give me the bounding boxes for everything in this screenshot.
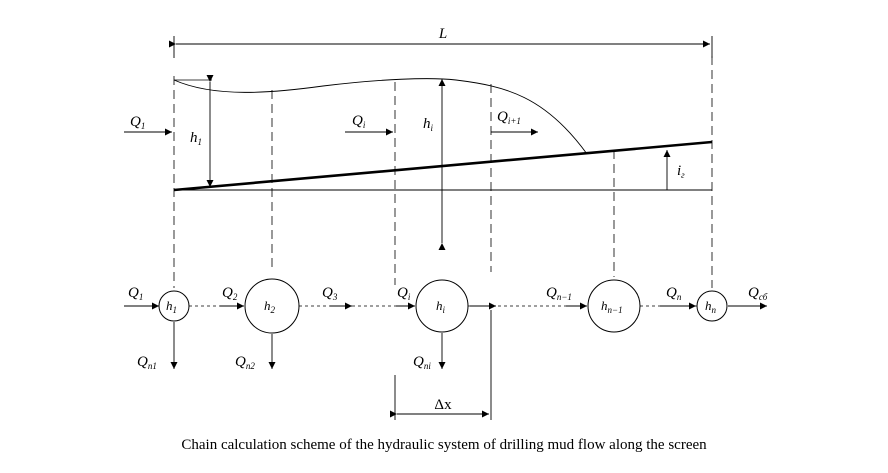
loss-q2-label: Qп2	[235, 354, 255, 371]
length-dimension	[169, 36, 713, 58]
node-hn	[696, 290, 728, 322]
slope-label: iг	[677, 163, 685, 180]
node-hn-label: hn	[705, 298, 717, 315]
flow-qsb-label: Qсб	[748, 285, 768, 302]
node-h1-label: h1	[166, 298, 177, 315]
node-hi-label: hi	[436, 298, 446, 315]
loss-q1-label: Qп1	[137, 354, 157, 371]
node-hn1	[587, 279, 641, 333]
node-h1	[158, 290, 190, 322]
node-hn1-label: hn−1	[601, 298, 623, 315]
flow-q1-label: Q1	[128, 285, 143, 302]
node-h2	[244, 278, 300, 334]
flow-q2-label: Q2	[222, 285, 238, 302]
delta-x-dimension	[390, 310, 492, 420]
node-hi	[415, 279, 469, 333]
qi-upper-label: Qi	[352, 113, 366, 130]
flow-qn1-label: Qn−1	[546, 285, 572, 302]
h1-label: h1	[190, 130, 202, 147]
hi-label: hi	[423, 116, 434, 133]
loss-qi-label: Qпi	[413, 354, 431, 371]
flow-q3-label: Q3	[322, 285, 338, 302]
section-lines	[173, 56, 713, 288]
qi1-upper-label: Qi+1	[497, 109, 521, 126]
free-surface-curve	[173, 78, 588, 155]
screen-slope-line	[173, 140, 713, 192]
delta-x-label: Δx	[434, 397, 452, 413]
length-label: L	[438, 26, 447, 42]
flow-qi-label: Qi	[397, 285, 411, 302]
node-h2-label: h2	[264, 298, 276, 315]
flow-qn-label: Qn	[666, 285, 682, 302]
figure-caption: Chain calculation scheme of the hydrauli…	[181, 437, 707, 453]
q1-upper-label: Q1	[130, 114, 145, 131]
